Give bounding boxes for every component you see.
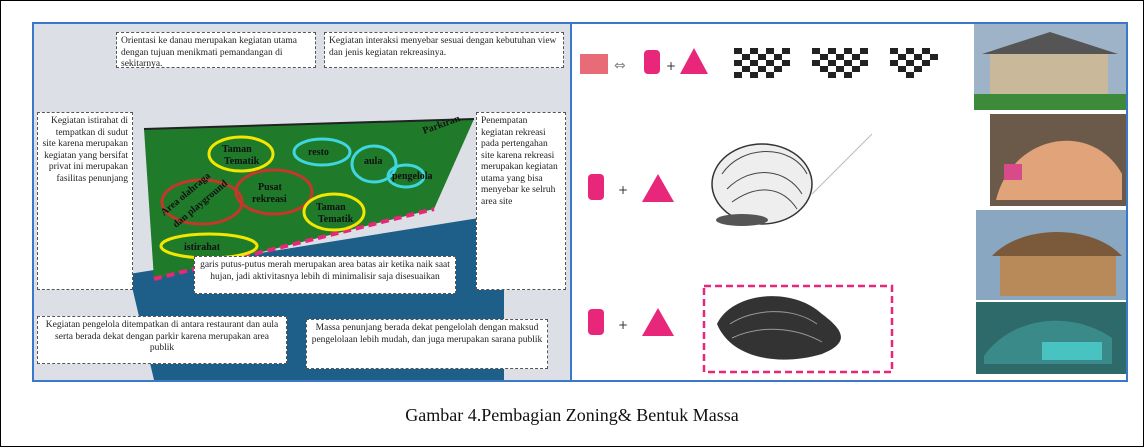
note-garis-batas-air: garis putus-putus merah merupakan area b… <box>194 256 456 294</box>
building-photo-4 <box>976 302 1126 374</box>
plus-sign: + <box>618 318 628 332</box>
zone-label-istirahat: istirahat <box>184 242 221 253</box>
note-interaksi: Kegiatan interaksi menyebar sesuai denga… <box>324 32 564 68</box>
checker-pattern-3 <box>890 48 938 78</box>
note-orientasi: Orientasi ke danau merupakan kegiatan ut… <box>116 32 316 69</box>
zone-label-aula: aula <box>364 156 382 167</box>
figure-panel: Taman Tematik resto aula pengelola Parki… <box>32 22 1128 382</box>
cylinder-shape <box>644 50 660 74</box>
building-photo-3 <box>976 210 1126 300</box>
figure-caption: Gambar 4.Pembagian Zoning& Bentuk Massa <box>405 405 739 425</box>
zone-taman-tematik-2 <box>302 192 366 232</box>
zoning-panel: Taman Tematik resto aula pengelola Parki… <box>34 24 570 380</box>
checker-pattern-2 <box>812 48 868 78</box>
massa-form-drawing: ⇔ + + <box>580 24 1126 374</box>
zone-pengelola <box>386 163 426 189</box>
triangle-shape <box>642 308 674 336</box>
note-massa-penunjang: Massa penunjang berada dekat pengelolah … <box>306 319 548 369</box>
note-pengelola: Kegiatan pengelola ditempatkan di antara… <box>37 316 287 364</box>
zone-label-resto: resto <box>308 147 329 158</box>
zone-label-pusat: Pusat <box>258 182 283 193</box>
shell-sketch-2 <box>717 296 841 360</box>
zone-label-rekreasi: rekreasi <box>252 194 287 205</box>
shell-sketch-1 <box>711 133 873 226</box>
zone-label-tematik-2: Tematik <box>318 214 354 225</box>
zone-label-tematik-1: Tematik <box>224 156 260 167</box>
flood-limit-dashed-line <box>153 207 435 281</box>
site-boundary-line <box>143 118 475 130</box>
building-photo-1 <box>974 24 1126 110</box>
note-istirahat: Kegiatan istirahat di tempatkan di sudut… <box>37 112 133 290</box>
plus-sign: + <box>618 183 628 197</box>
box-shape <box>580 54 608 74</box>
note-penempatan: Penempatan kegiatan rekreasi pada perten… <box>476 112 566 290</box>
zone-pusat-rekreasi <box>234 168 314 216</box>
zone-label-taman-1: Taman <box>222 144 252 155</box>
cylinder-shape <box>588 174 604 200</box>
building-photo-2 <box>990 114 1126 206</box>
plus-sign: + <box>666 59 676 73</box>
panel-divider <box>570 24 572 380</box>
shell-highlight-box <box>702 284 894 374</box>
checker-pattern-1 <box>734 48 790 78</box>
zone-taman-tematik-1 <box>207 135 275 173</box>
cylinder-shape <box>588 309 604 335</box>
triangle-shape <box>680 48 708 74</box>
zone-aula <box>350 144 398 184</box>
zone-resto <box>292 137 352 167</box>
zone-label-pengelola: pengelola <box>392 171 433 182</box>
massa-form-panel: ⇔ + + <box>572 24 1126 380</box>
triangle-shape <box>642 174 674 202</box>
transform-arrow: ⇔ <box>614 58 626 74</box>
zone-label-taman-2: Taman <box>316 202 346 213</box>
